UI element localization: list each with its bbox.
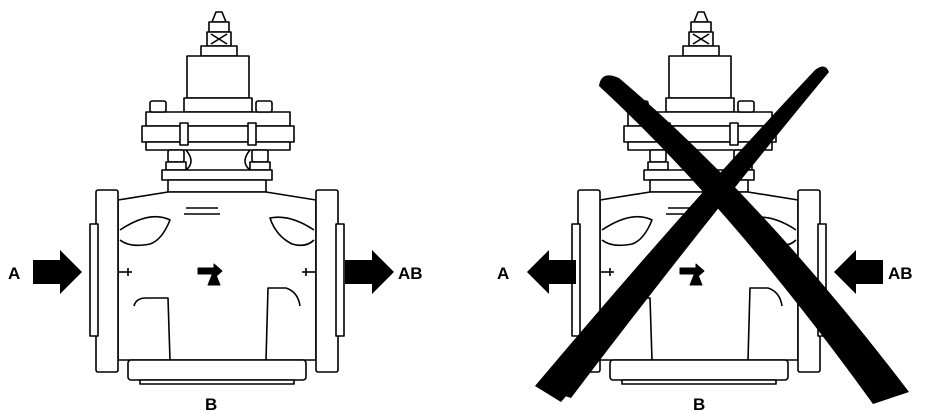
valve-diagram-incorrect: A AB B: [463, 0, 926, 412]
arrow-icon: [345, 250, 394, 294]
arrow-icon: [527, 250, 576, 294]
cross-out-icon: [535, 66, 909, 404]
port-label-ab: AB: [888, 264, 913, 283]
valve-diagram-correct: A AB B: [8, 11, 423, 412]
port-label-b: B: [205, 395, 217, 412]
port-label-b: B: [693, 395, 705, 412]
arrow-icon: [834, 250, 883, 294]
valve-drawing: [89, 11, 345, 385]
port-label-ab: AB: [398, 264, 423, 283]
port-label-a: A: [8, 264, 20, 283]
arrow-icon: [33, 250, 82, 294]
port-label-a: A: [497, 264, 509, 283]
